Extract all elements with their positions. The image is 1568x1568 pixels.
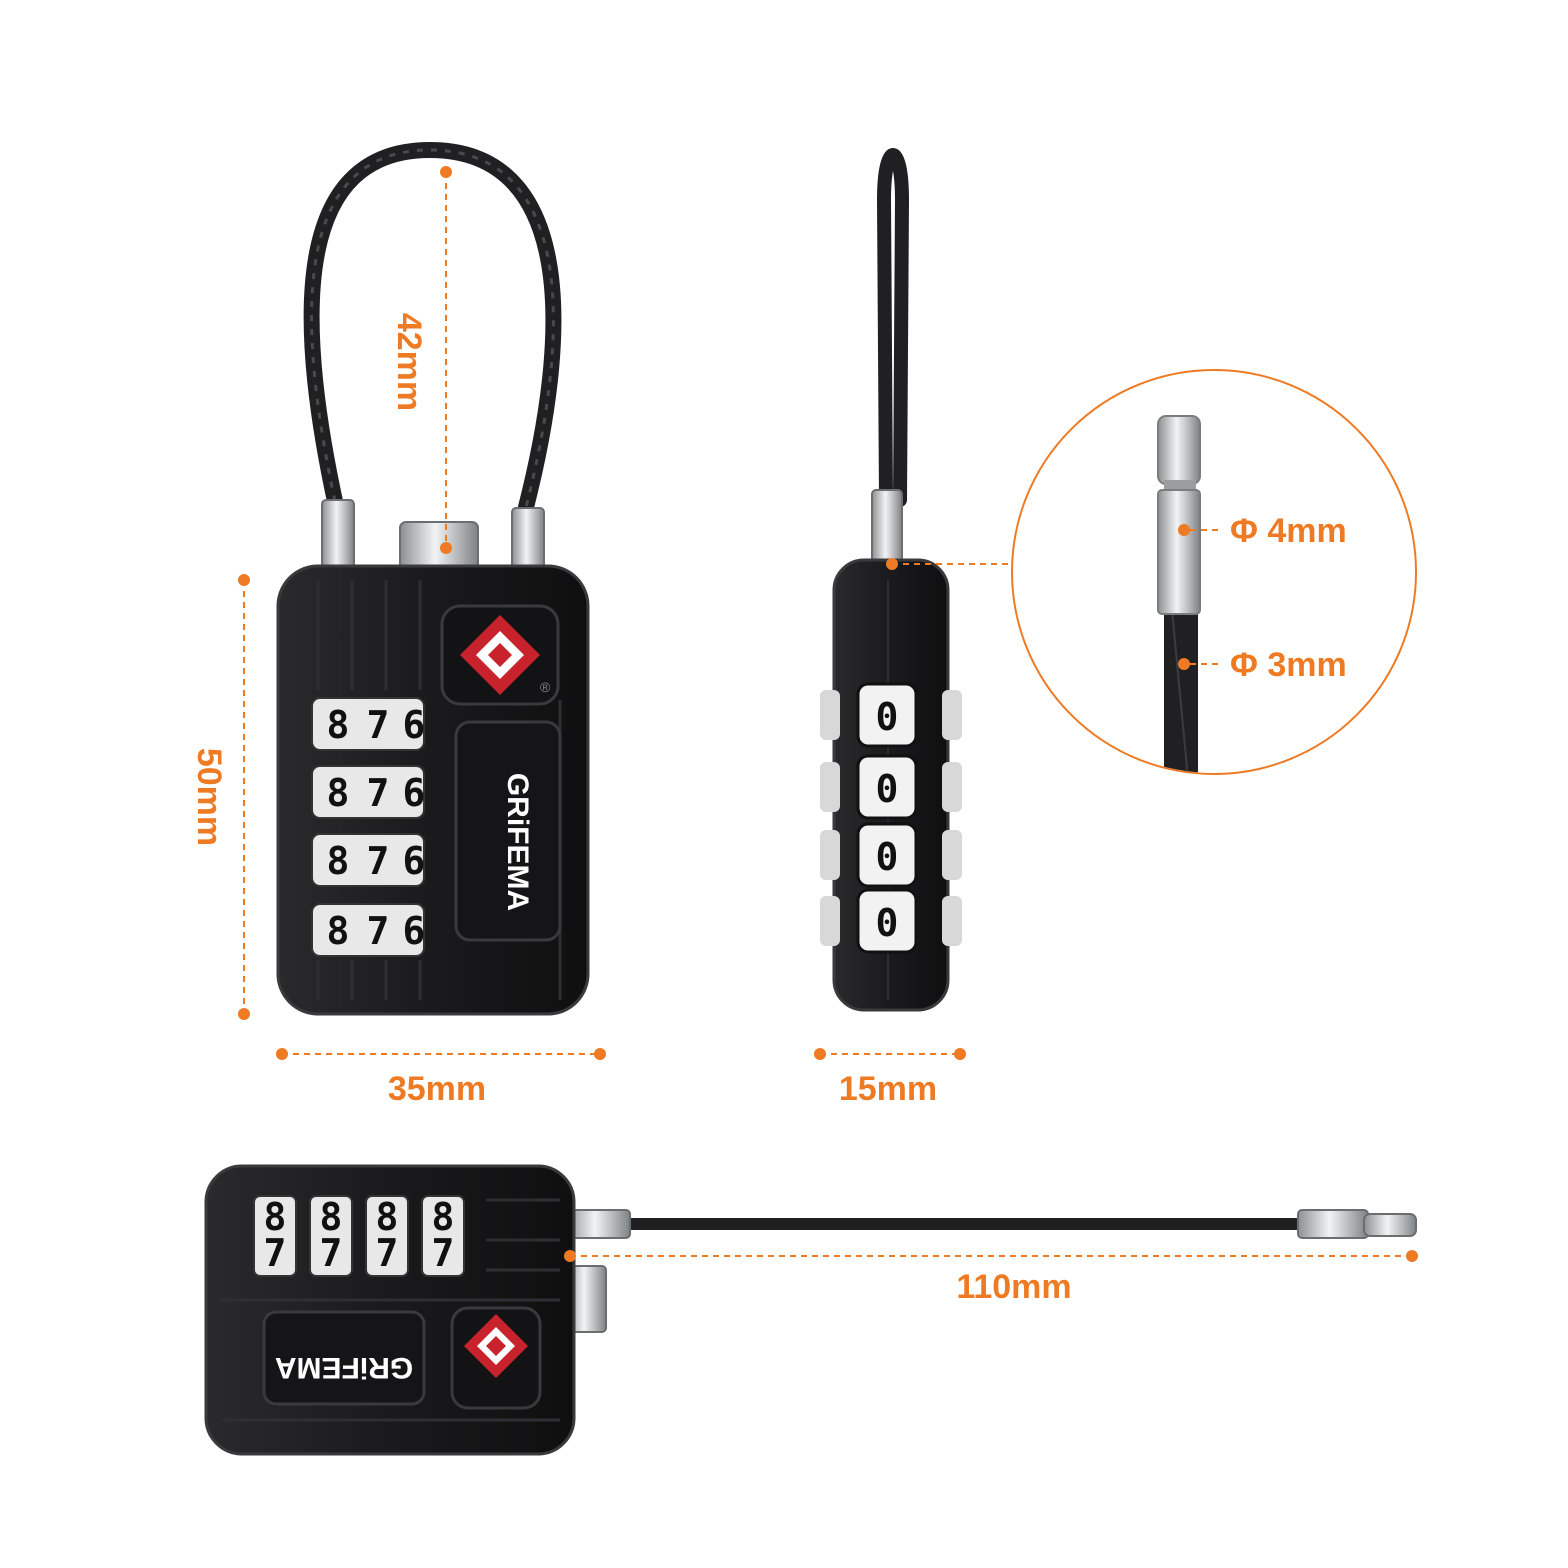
front-brand-text: GRiFEMA <box>501 773 534 911</box>
open-view-lock: 8 7 8 7 8 7 8 7 GRiFEMA <box>204 1164 1417 1456</box>
dimension-shackle-height: 42mm <box>390 166 452 554</box>
dimension-wire-diameter: Φ 3mm <box>1178 646 1347 684</box>
front-wheel-4-digit-1: 8 <box>327 909 350 953</box>
open-wheel-3-digit-1: 8 <box>376 1195 399 1239</box>
front-wheel-row-2[interactable]: 8 7 6 <box>311 765 426 819</box>
open-wheel-4-digit-2: 7 <box>432 1231 455 1275</box>
open-wheel-1-digit-1: 8 <box>264 1195 287 1239</box>
open-cable-wire <box>596 1218 1308 1230</box>
open-ferrule-near <box>565 1209 631 1239</box>
side-cable-shackle <box>876 148 910 507</box>
front-brand-plate <box>454 720 562 942</box>
dimension-end-diameter: Φ 4mm <box>1178 512 1347 550</box>
side-wheel-1-digit: 0 <box>876 695 899 739</box>
front-wheel-row-4[interactable]: 8 7 6 <box>311 903 426 957</box>
magnifier-leader <box>886 558 1012 570</box>
front-registered-mark: ® <box>540 679 551 695</box>
side-ferrule <box>871 489 903 563</box>
front-wheel-2-digit-3: 6 <box>403 771 426 815</box>
dimension-cable-length: 110mm <box>564 1250 1418 1306</box>
label-end-diameter: Φ 4mm <box>1230 512 1347 550</box>
front-wheel-3-digit-1: 8 <box>327 839 350 883</box>
dimension-body-height: 50mm <box>190 574 250 1020</box>
front-wheel-4-digit-3: 6 <box>403 909 426 953</box>
front-wheel-row-3[interactable]: 8 7 6 <box>311 833 426 887</box>
front-wheel-2-digit-1: 8 <box>327 771 350 815</box>
front-wheel-1-digit-3: 6 <box>403 703 426 747</box>
side-wheel-3-digit: 0 <box>876 835 899 879</box>
side-wheel-1[interactable]: 0 <box>820 682 962 748</box>
side-wheel-4[interactable]: 0 <box>820 888 962 954</box>
open-wheel-4-digit-1: 8 <box>432 1195 455 1239</box>
open-pin-tip <box>1363 1213 1417 1237</box>
dimension-body-width: 35mm <box>276 1048 606 1108</box>
front-wheel-1-digit-1: 8 <box>327 703 350 747</box>
front-view-lock: ® GRiFEMA 8 7 6 8 7 6 8 7 6 8 7 6 <box>276 141 590 1016</box>
open-wheel-1[interactable]: 8 7 <box>253 1195 297 1277</box>
open-wheel-2-digit-2: 7 <box>320 1231 343 1275</box>
front-ferrule-right <box>511 507 545 571</box>
side-wheel-2[interactable]: 0 <box>820 754 962 820</box>
label-shackle-height: 42mm <box>390 313 428 411</box>
label-body-depth: 15mm <box>839 1070 937 1108</box>
side-wheel-2-digit: 0 <box>876 767 899 811</box>
front-cable-shackle <box>303 141 562 523</box>
magnified-ferrule <box>1157 489 1201 615</box>
tsa-diamond-icon <box>460 615 540 695</box>
dimension-body-depth: 15mm <box>814 1048 966 1108</box>
open-wheel-4[interactable]: 8 7 <box>421 1195 465 1277</box>
front-wheel-2-digit-2: 7 <box>367 771 390 815</box>
open-wheel-3[interactable]: 8 7 <box>365 1195 409 1277</box>
open-wheel-2[interactable]: 8 7 <box>309 1195 353 1277</box>
label-body-width: 35mm <box>388 1070 486 1108</box>
open-wheel-2-digit-1: 8 <box>320 1195 343 1239</box>
front-wheel-3-digit-3: 6 <box>403 839 426 883</box>
label-body-height: 50mm <box>190 748 228 846</box>
open-wheel-3-digit-2: 7 <box>376 1231 399 1275</box>
label-wire-diameter: Φ 3mm <box>1230 646 1347 684</box>
label-cable-length: 110mm <box>956 1268 1071 1306</box>
side-wheel-3[interactable]: 0 <box>820 822 962 888</box>
side-view-lock: 0 0 0 0 <box>820 148 962 1012</box>
front-wheel-4-digit-2: 7 <box>367 909 390 953</box>
open-wheel-1-digit-2: 7 <box>264 1231 287 1275</box>
side-wheel-4-digit: 0 <box>876 901 899 945</box>
cable-end-magnifier: Φ 4mm Φ 3mm <box>1011 369 1417 775</box>
open-brand-plate <box>262 1310 426 1406</box>
front-wheel-3-digit-2: 7 <box>367 839 390 883</box>
open-ferrule-far <box>1297 1209 1369 1239</box>
front-ferrule-left <box>321 499 355 571</box>
magnified-cable-wire <box>1164 610 1198 773</box>
front-wheel-row-1[interactable]: 8 7 6 <box>311 697 426 751</box>
tsa-diamond-icon <box>464 1314 528 1378</box>
magnified-pin-tip <box>1157 415 1201 485</box>
front-wheel-1-digit-2: 7 <box>367 703 390 747</box>
open-brand-text: GRiFEMA <box>275 1351 413 1384</box>
